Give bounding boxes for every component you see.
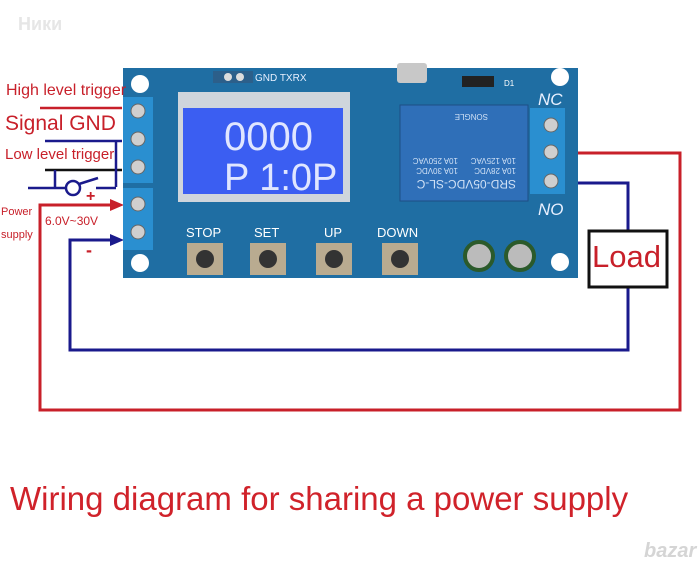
svg-text:SONGLE: SONGLE [455, 112, 488, 121]
red-wire [38, 151, 682, 412]
svg-text:SRD-05VDC-SL-C: SRD-05VDC-SL-C [416, 177, 516, 191]
blue-wire [68, 238, 630, 352]
red-arrow [110, 199, 124, 211]
watermark: Ники [18, 14, 63, 34]
voltage-label: 6.0V~30V [45, 214, 99, 228]
bazar-logo: bazar [644, 540, 697, 562]
button-label-up: UP [324, 225, 342, 240]
nc-label: NC [538, 90, 563, 109]
load-box [587, 229, 669, 289]
switch-icon [28, 141, 118, 197]
low-level-trigger-label: Low level trigger [5, 146, 115, 163]
signal-gnd-label: Signal GND [5, 112, 116, 135]
svg-text:10A 250VAC: 10A 250VAC [413, 156, 458, 165]
supply-label: supply [1, 229, 33, 241]
button-label-down: DOWN [377, 225, 418, 240]
blue-arrow [110, 234, 124, 246]
svg-text:10A 28VDC: 10A 28VDC [474, 166, 516, 175]
lcd-line-2: P 1:0P [224, 157, 337, 199]
minus-label: - [86, 240, 92, 260]
button-label-set: SET [254, 225, 279, 240]
caption: Wiring diagram for sharing a power suppl… [10, 480, 629, 517]
svg-text:10A 125VAC: 10A 125VAC [471, 156, 516, 165]
lcd-screen [183, 108, 343, 194]
load-label: Load [592, 239, 661, 274]
header-label: GND TXRX [255, 73, 307, 84]
button-label-stop: STOP [186, 225, 221, 240]
usb-port [397, 63, 427, 83]
no-label: NO [538, 200, 564, 219]
relay [399, 104, 529, 202]
high-level-trigger-label: High level trigger [6, 82, 127, 99]
plus-label: + [86, 188, 96, 205]
svg-text:10A 30VDC: 10A 30VDC [416, 166, 458, 175]
lcd-line-1: 0000 [224, 115, 313, 159]
power-label: Power [1, 206, 33, 218]
capacitor [463, 240, 495, 272]
capacitor [504, 240, 536, 272]
blue-wire-top [565, 181, 630, 232]
svg-text:D1: D1 [504, 79, 515, 88]
